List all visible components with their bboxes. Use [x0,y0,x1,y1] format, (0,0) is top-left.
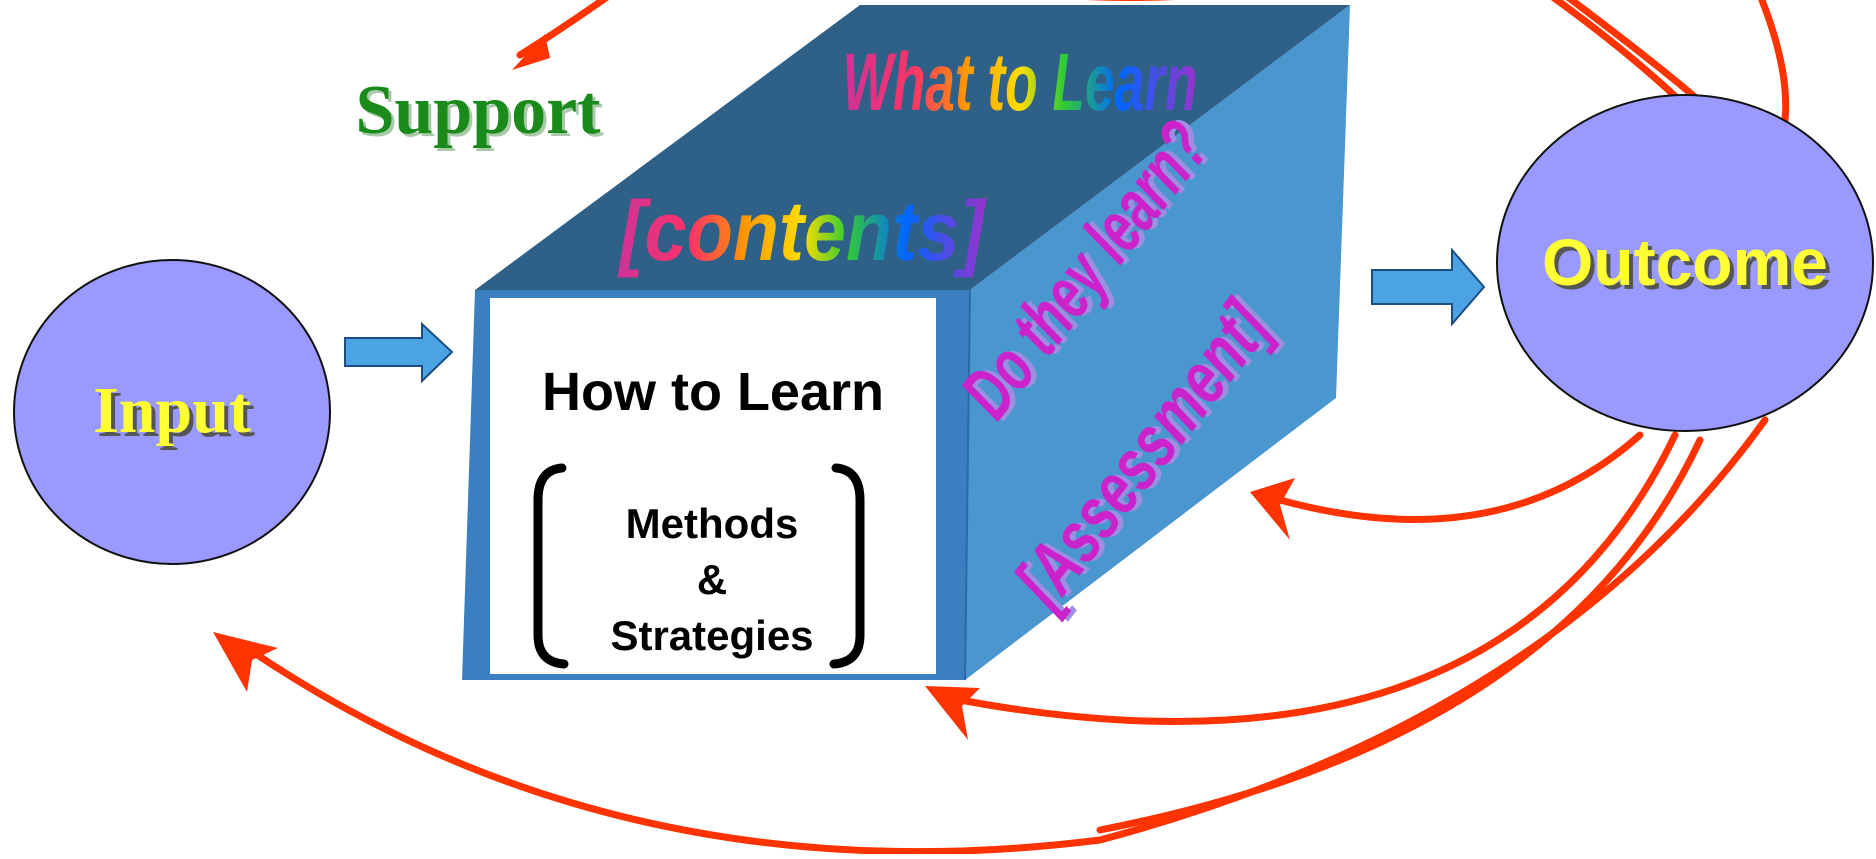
arrowhead-box-bottom [925,686,980,740]
support-label: Support [355,72,600,149]
input-circle [13,259,331,565]
box-edge [964,289,971,681]
feedback-arrow-to-box-bottom [956,431,1679,725]
input-label-shadow: Input [97,378,255,451]
how-to-learn-label: How to Learn [542,362,884,422]
arrowhead-input [213,632,278,692]
arrowhead-support [512,34,550,70]
outcome-flow-arrow [1371,247,1486,327]
feedback-arrow-outer-lower [1096,436,1704,834]
box-top-face [475,5,1350,290]
left-bracket [533,463,569,669]
arrowhead-box-side [1250,478,1295,540]
what-to-learn-label: What to Learn [843,37,1198,128]
feedback-arrow-outer-top-3 [1758,0,1790,124]
methods-label: Methods [626,500,799,547]
strategies-label: Strategies [610,612,813,659]
contents-label: [contents] [617,184,987,278]
feedback-arrows [246,0,1790,856]
outcome-label-shadow: Outcome [1546,229,1832,303]
ampersand-label: & [697,556,727,603]
feedback-arrow-to-box-side [1276,431,1644,523]
feedback-arrowheads [213,34,1295,740]
feedback-arrow-to-support [516,0,609,59]
feedback-arrow-to-input [246,416,1769,856]
input-node: Input Input [13,259,331,565]
input-label: Input [93,374,251,447]
right-bracket [829,463,865,669]
box-side-face [965,5,1350,680]
input-flow-arrow [344,321,454,384]
outcome-circle [1496,94,1874,432]
feedback-arrow-outer-top-2 [1565,0,1714,114]
outcome-node: Outcome Outcome [1496,94,1874,432]
outcome-label: Outcome [1542,225,1828,299]
support-label-shadow: Support [358,75,603,152]
